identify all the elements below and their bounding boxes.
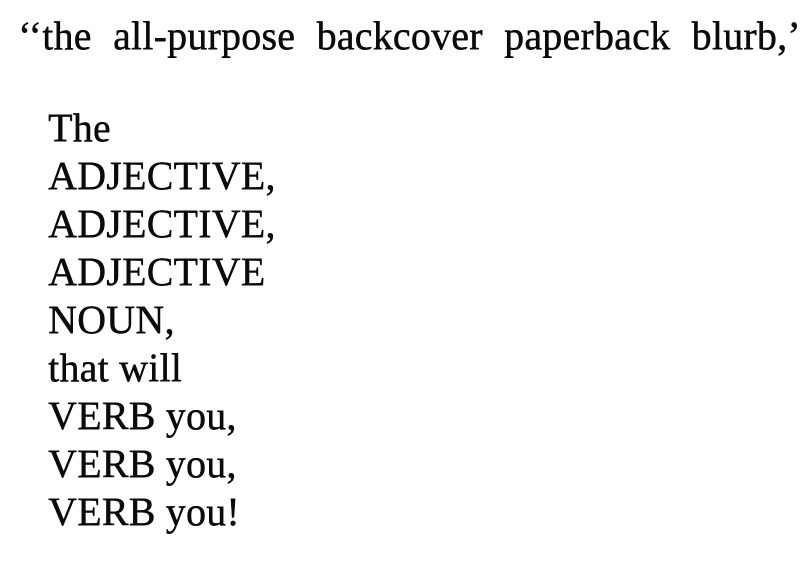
blurb-line-verb-you-2: VERB you, — [48, 441, 237, 486]
blurb-template-block: The ADJECTIVE, ADJECTIVE, ADJECTIVE NOUN… — [48, 104, 276, 536]
blurb-line-adjective-1: ADJECTIVE, — [48, 153, 276, 198]
blurb-line-the: The — [48, 105, 111, 150]
blurb-title: ‘‘the all-purpose backcover paperback bl… — [18, 13, 800, 58]
blurb-line-that-will: that will — [48, 345, 183, 390]
blurb-line-verb-you-3: VERB you! — [48, 489, 240, 534]
blurb-line-adjective-2: ADJECTIVE, — [48, 201, 276, 246]
blurb-line-adjective-3: ADJECTIVE — [48, 249, 266, 294]
blurb-line-verb-you-1: VERB you, — [48, 393, 237, 438]
blurb-line-noun: NOUN, — [48, 297, 175, 342]
